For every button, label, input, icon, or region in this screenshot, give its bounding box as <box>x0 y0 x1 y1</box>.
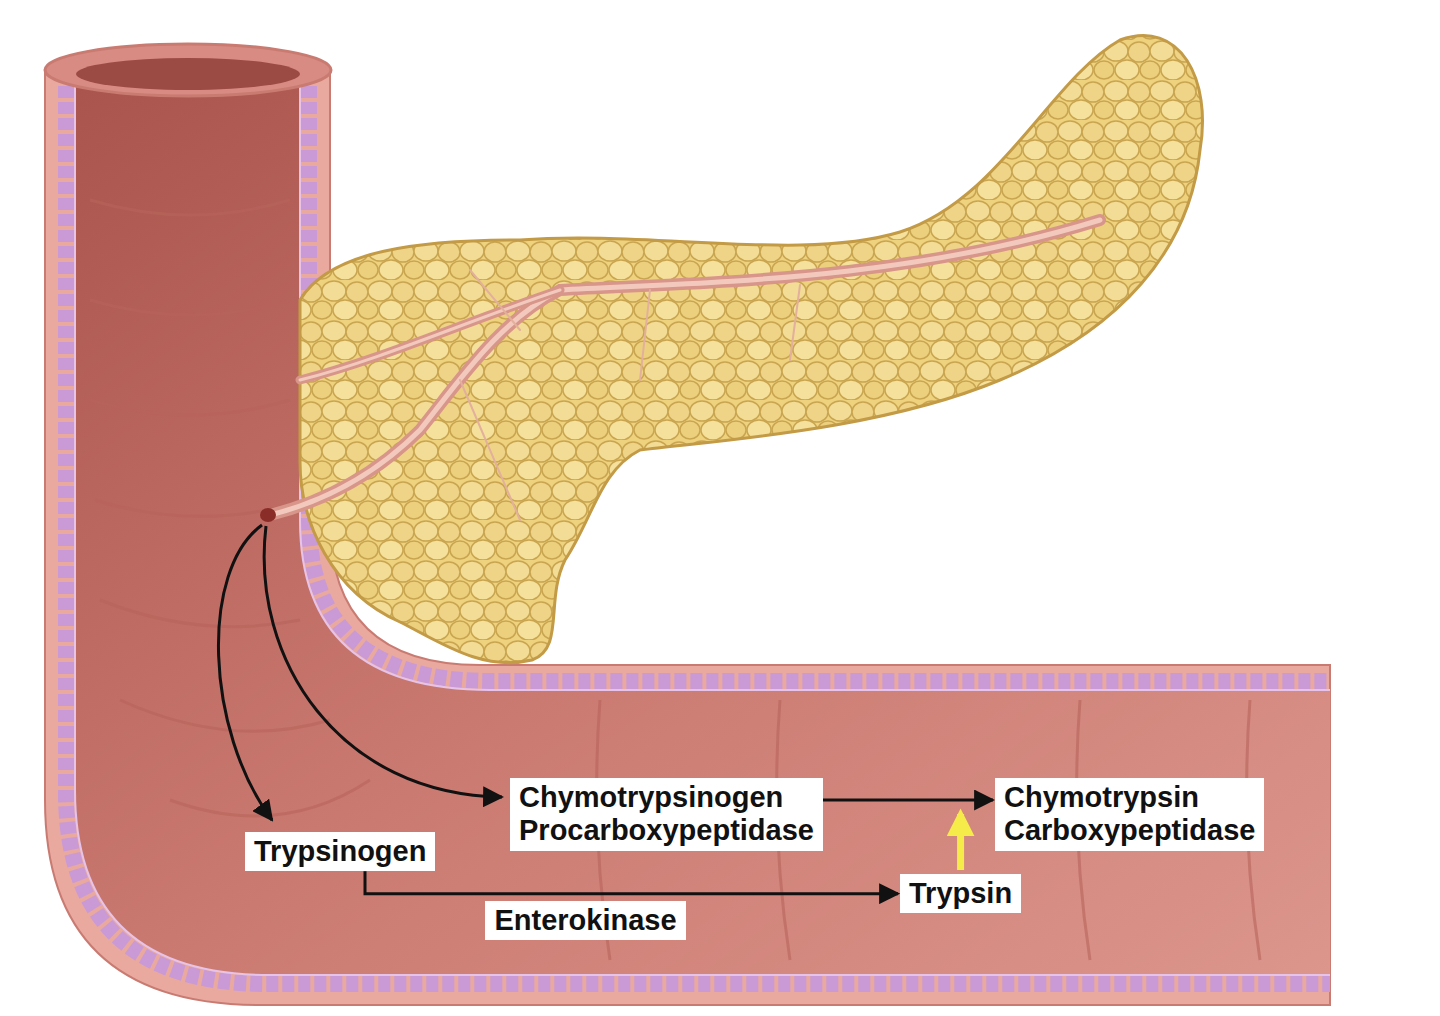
edge-label: Enterokinase <box>485 901 685 940</box>
catalysis-arrow <box>957 814 964 870</box>
secretion-arrow <box>264 526 502 797</box>
duodenum-opening <box>45 44 331 96</box>
duct-opening <box>260 508 276 522</box>
duodenum-opening <box>76 58 300 90</box>
pancreatic-duct <box>270 220 1100 520</box>
enzyme-name: Procarboxypeptidase <box>519 814 814 847</box>
enzyme-box: ChymotrypsinCarboxypeptidase <box>995 778 1264 851</box>
activation-arrow <box>365 871 898 893</box>
enzyme-box: ChymotrypsinogenProcarboxypeptidase <box>510 778 823 851</box>
enzyme-box: Trypsin <box>900 874 1021 913</box>
enzyme-box: Trypsinogen <box>245 832 435 871</box>
enzyme-name: Chymotrypsin <box>1004 781 1255 814</box>
enzyme-name: Chymotrypsinogen <box>519 781 814 814</box>
enzyme-name: Trypsin <box>909 877 1012 910</box>
enzyme-name: Carboxypeptidase <box>1004 814 1255 847</box>
activation-arrow <box>823 799 993 802</box>
enzyme-name: Trypsinogen <box>254 835 426 868</box>
pancreas <box>300 35 1202 662</box>
